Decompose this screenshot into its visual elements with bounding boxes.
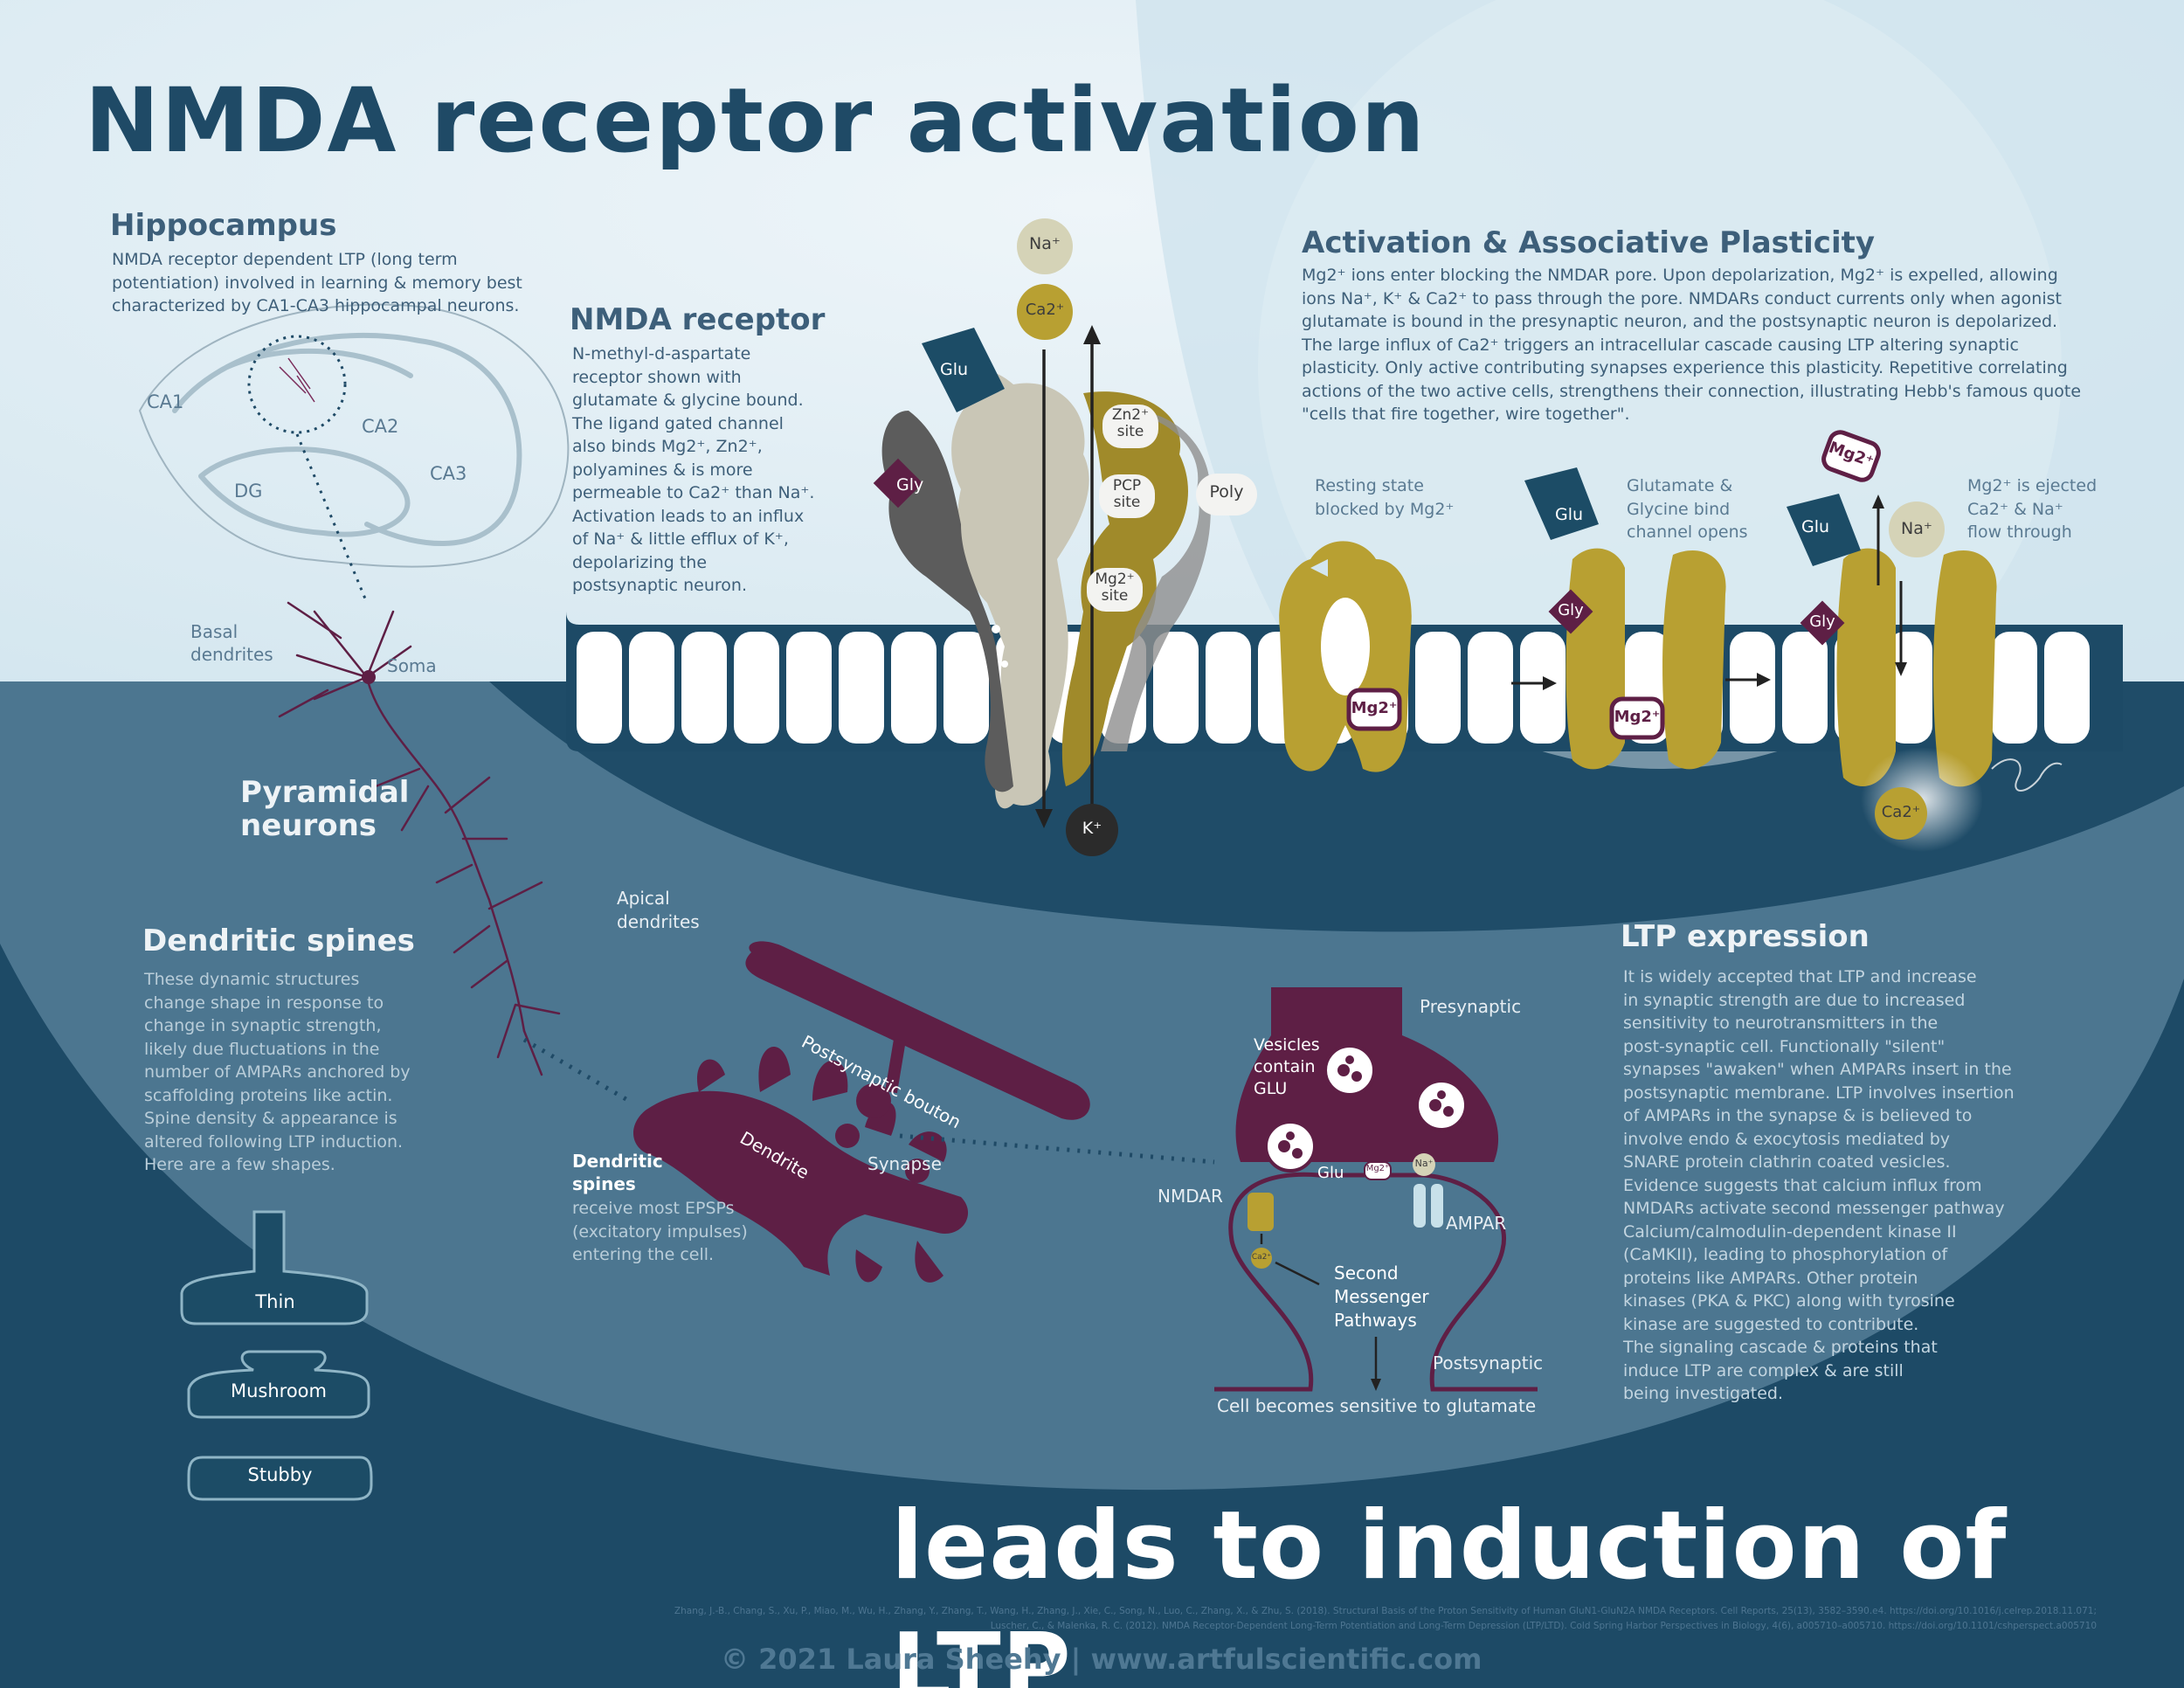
membrane-lipid: [1887, 632, 1932, 744]
glu-ligand: [922, 328, 1005, 412]
gly-ligand: [873, 458, 923, 508]
membrane-lipid: [577, 632, 622, 744]
footer-credit[interactable]: © 2021 Laura Sheehy | www.artfulscientif…: [721, 1643, 1482, 1676]
mg-site-label: Mg2⁺site: [1095, 571, 1135, 605]
membrane-lipid: [1782, 632, 1828, 744]
synapse-ca-label: Ca2⁺: [1251, 1253, 1272, 1262]
membrane-lipid: [891, 632, 936, 744]
nmdar-label: NMDAR: [1158, 1186, 1223, 1207]
step1-mg-label: Mg2⁺: [1351, 699, 1398, 717]
ltp-heading: LTP expression: [1621, 919, 1870, 954]
soma-label: Soma: [387, 655, 437, 676]
ca-ion-label: Ca2⁺: [1025, 301, 1065, 319]
k-ion: [1066, 804, 1118, 856]
pyramidal-neuron: [278, 601, 561, 1076]
activation-body: Mg2⁺ ions enter blocking the NMDAR pore.…: [1302, 266, 2082, 424]
hippocampus-body: NMDA receptor dependent LTP (long term p…: [112, 250, 522, 315]
synapse-illustration: [1214, 987, 1538, 1392]
hippocampus-heading: Hippocampus: [110, 208, 337, 243]
step3-na-label: Na⁺: [1901, 519, 1932, 538]
glu-label: Glu: [940, 360, 969, 379]
membrane-lipid: [943, 632, 989, 744]
ca-ion: [1017, 284, 1073, 340]
references: Zhang, J.-B., Chang, S., Xu, P., Miao, M…: [674, 1606, 2097, 1631]
label-ca1: CA1: [147, 391, 184, 412]
membrane-lipid: [1415, 632, 1461, 744]
membrane-lipid: [2044, 632, 2090, 744]
na-ion-label: Na⁺: [1029, 234, 1061, 253]
label-dg: DG: [234, 481, 263, 502]
hippocampus-sketch: [172, 332, 522, 547]
spines-heading: Dendritic spines: [142, 924, 415, 958]
zn-site-label: Zn2⁺site: [1111, 406, 1150, 440]
activation-heading: Activation & Associative Plasticity: [1302, 225, 1876, 260]
synapse-mg-label: Mg2⁺: [1365, 1164, 1390, 1173]
spine-stubby-label: Stubby: [247, 1464, 313, 1485]
synapse-glu-label: Glu: [1317, 1164, 1344, 1182]
synapse-label: Synapse: [867, 1153, 942, 1174]
membrane-lipid: [1468, 632, 1513, 744]
step2-mg-label: Mg2⁺: [1614, 708, 1661, 726]
membrane-lipid: [681, 632, 727, 744]
membrane-lipid: [629, 632, 674, 744]
activation-steps: [1279, 430, 1997, 852]
page-title: NMDA receptor activation: [85, 69, 1427, 173]
ampar-label: AMPAR: [1446, 1213, 1507, 1234]
gly-label: Gly: [896, 475, 924, 495]
ca-zoom-circle: [247, 335, 347, 434]
spines-body: These dynamic structures change shape in…: [144, 970, 411, 1174]
k-ion-label: K⁺: [1082, 819, 1102, 838]
hippocampus-outline: [138, 303, 570, 568]
dendritic-spines-body: receive most EPSPs(excitatory impulses)e…: [572, 1199, 748, 1264]
presynaptic-label: Presynaptic: [1420, 996, 1522, 1017]
spine-thin-label: Thin: [255, 1291, 295, 1312]
membrane-lipid: [1992, 632, 2037, 744]
dendrite-illustration: [633, 941, 1090, 1283]
bottom-title: leads to induction of LTP: [891, 1491, 2008, 1688]
step3-ca-label: Ca2⁺: [1881, 803, 1921, 821]
spine-shapes: [180, 1210, 373, 1501]
label-ca2: CA2: [362, 416, 399, 437]
sensitive-label: Cell becomes sensitive to glutamate: [1217, 1395, 1537, 1416]
membrane-lipid: [839, 632, 884, 744]
postsynaptic-label: Postsynaptic: [1433, 1352, 1544, 1373]
nmda-receptor-body: N-methyl-d-aspartate receptor shown with…: [572, 344, 815, 595]
step2-glu-label: Glu: [1555, 505, 1584, 524]
membrane-lipid: [1206, 632, 1251, 744]
signature-mark: [1991, 758, 2063, 792]
membrane-lipid: [734, 632, 779, 744]
nmda-receptor-heading: NMDA receptor: [570, 302, 826, 337]
step2-gly-label: Gly: [1558, 601, 1584, 619]
step3-glu-label: Glu: [1801, 517, 1830, 536]
ltp-body: It is widely accepted that LTP and incre…: [1623, 967, 2015, 1403]
label-ca3: CA3: [430, 463, 467, 484]
poly-label: Poly: [1209, 482, 1244, 502]
na-ion: [1017, 218, 1073, 274]
synapse-na-label: Na⁺: [1414, 1158, 1434, 1169]
membrane-lipid: [786, 632, 832, 744]
spine-mushroom-label: Mushroom: [230, 1380, 327, 1401]
step3-gly-label: Gly: [1809, 612, 1835, 631]
membrane-lipid: [1153, 632, 1199, 744]
membrane-lipid: [1730, 632, 1775, 744]
